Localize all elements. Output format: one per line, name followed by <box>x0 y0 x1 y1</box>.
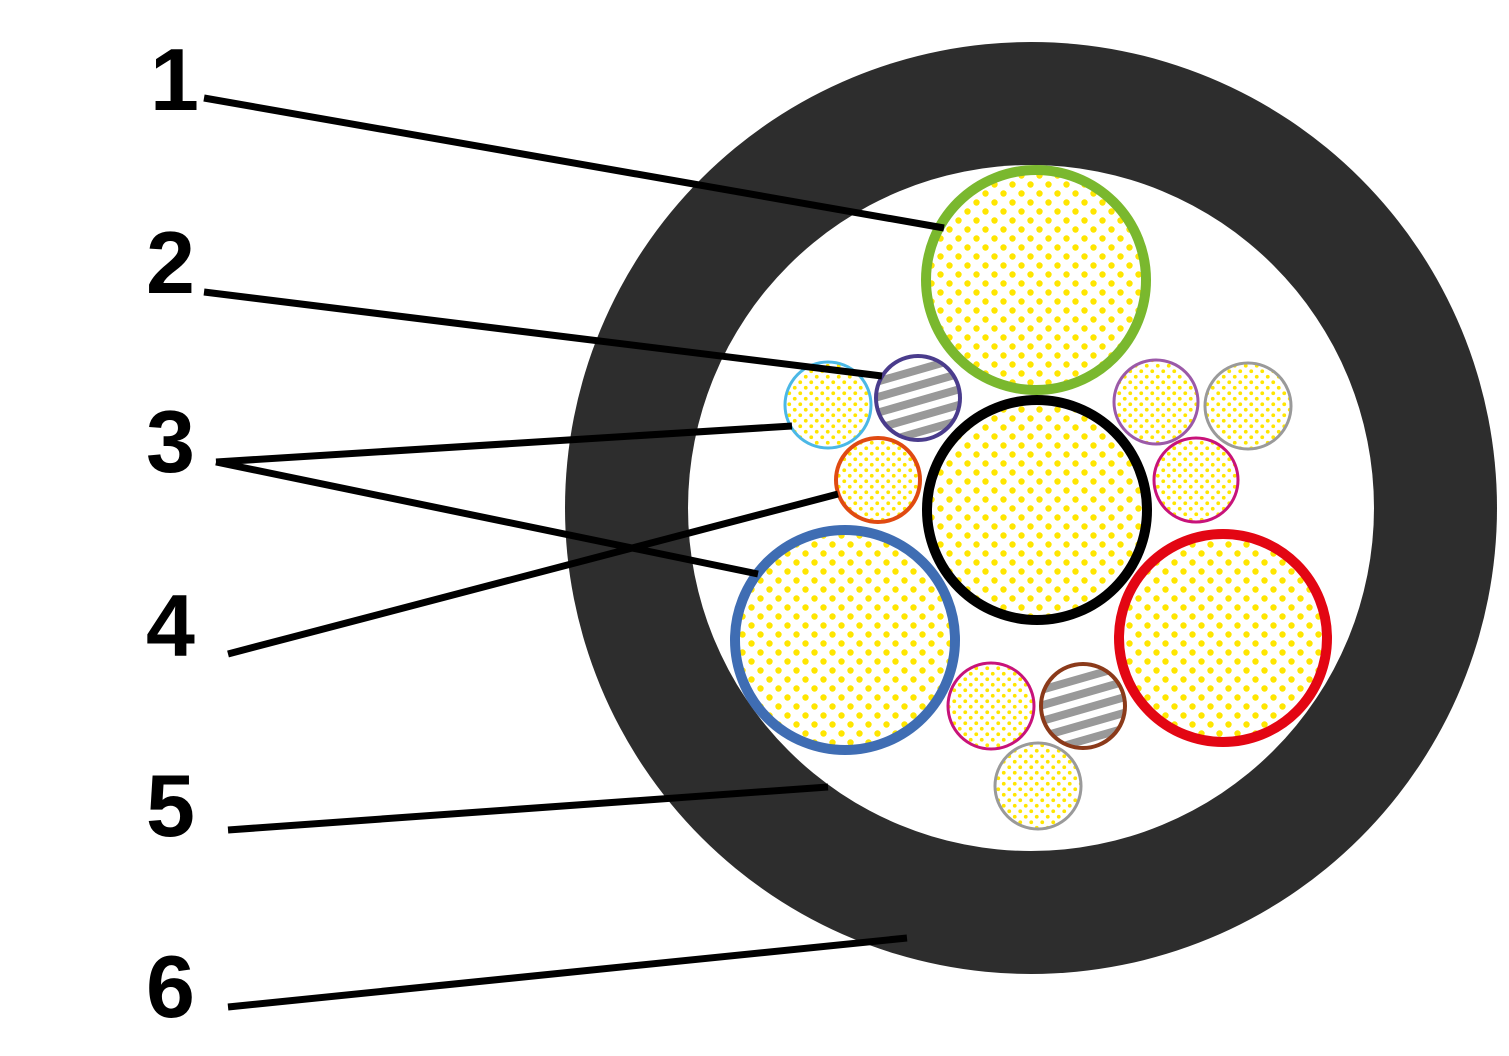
callout-number-5: 5 <box>146 756 195 855</box>
callout-number-4: 4 <box>146 576 195 675</box>
leader-lines <box>203 94 945 1011</box>
orange-core <box>834 436 922 524</box>
leader-line-2 <box>203 288 883 380</box>
grey-core-bottom <box>993 741 1083 831</box>
magenta-core-right <box>1152 436 1240 524</box>
striped-wire-purple <box>866 354 970 447</box>
leader-line-3a <box>215 422 793 466</box>
grey-core-upper <box>1203 361 1293 451</box>
blue-core <box>730 525 960 755</box>
leader-line-3b <box>215 458 759 578</box>
leader-line-6 <box>227 934 908 1011</box>
striped-wire-brown <box>1031 662 1135 755</box>
callout-number-2: 2 <box>146 213 195 312</box>
callout-numbers: 1 2 3 4 5 6 <box>146 30 199 1036</box>
black-core <box>922 395 1152 625</box>
light-blue-core <box>783 360 873 450</box>
callout-number-1: 1 <box>150 30 199 129</box>
leader-line-1 <box>203 94 945 232</box>
callout-number-3: 3 <box>146 392 195 491</box>
magenta-core-bottom <box>946 661 1036 751</box>
callout-number-6: 6 <box>146 937 195 1036</box>
violet-core <box>1112 358 1200 446</box>
red-core <box>1114 529 1332 747</box>
green-core <box>921 165 1151 395</box>
leader-line-4 <box>227 490 839 658</box>
leader-line-5 <box>227 783 829 834</box>
